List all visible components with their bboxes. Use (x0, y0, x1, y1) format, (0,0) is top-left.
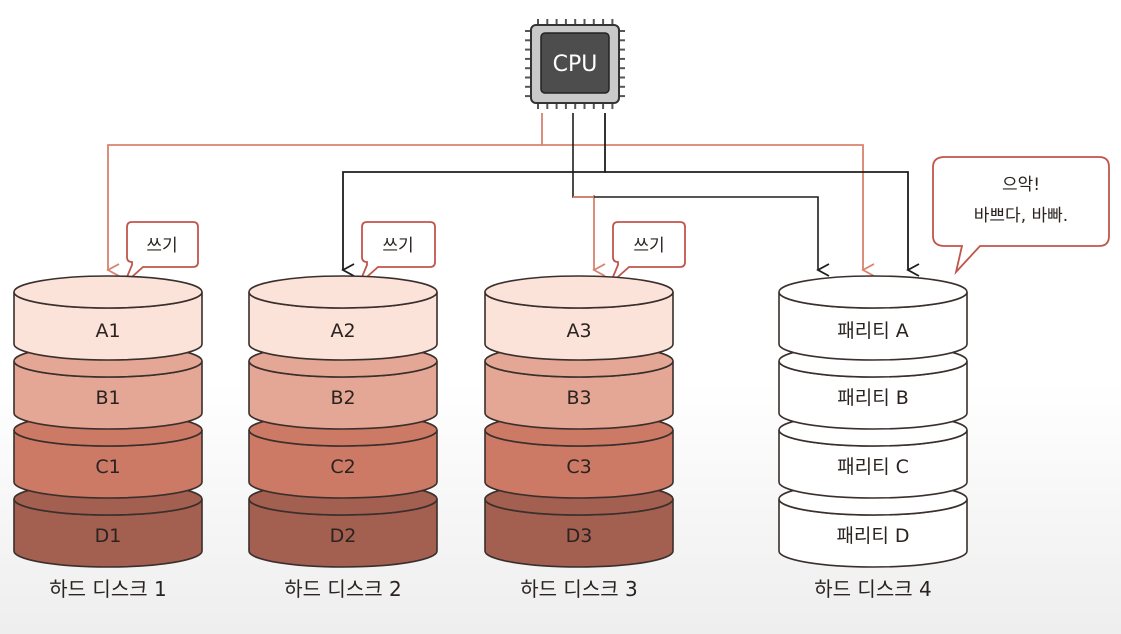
busy-speech-bubble: 으악! 바쁘다, 바빠. (932, 156, 1110, 276)
disk-1-segment-label-1: A1 (95, 320, 120, 342)
write-bubble-disk-2: 쓰기 (358, 221, 436, 285)
write-bubbles: 쓰기 쓰기 쓰기 (123, 221, 686, 285)
disk-1-segment-label-4: D1 (95, 525, 122, 547)
control-line-disk-4 (605, 171, 920, 277)
disk-label-2: 하드 디스크 2 (284, 577, 401, 601)
disk-stack-3: D3 C3 B3 A3 하드 디스크 3 (484, 275, 674, 601)
busy-speech-line-1: 으악! (1002, 175, 1040, 195)
disk-2-segment-label-3: C2 (330, 456, 355, 478)
disk-4-segment-label-1: 패리티 A (837, 320, 908, 342)
disk-stack-1: D1 C1 B1 A1 하드 디스크 1 (13, 275, 203, 601)
busy-speech-line-2: 바쁘다, 바빠. (974, 206, 1068, 226)
disk-stack-2: D2 C2 B2 A2 하드 디스크 2 (248, 275, 438, 601)
disk-1-segment-cap-1 (13, 275, 203, 309)
write-line-disk-4-parity (542, 144, 875, 277)
disk-3-segment-label-2: B3 (566, 387, 591, 409)
connection-lines (106, 113, 920, 277)
disk-3-segment-cap-1 (484, 275, 674, 309)
read-line-disk-3-4 (572, 113, 830, 277)
disk-2-segment-label-4: D2 (330, 525, 357, 547)
disk-4-segment-cap-1 (778, 275, 968, 309)
disk-stacks: D1 C1 B1 A1 하드 디스크 1 D2 C2 B2 A2 하드 디스크 2 D3 C3 B3 A3… (13, 275, 968, 601)
disk-3-segment-label-1: A3 (566, 320, 591, 342)
write-line-disk-1 (106, 113, 543, 277)
write-bubble-text-1: 쓰기 (146, 236, 177, 256)
disk-2-segment-label-1: A2 (330, 320, 355, 342)
disk-4-segment-label-3: 패리티 C (837, 456, 909, 478)
disk-4-segment-label-4: 패리티 D (836, 525, 909, 547)
disk-2-segment-label-2: B2 (330, 387, 355, 409)
disk-label-4: 하드 디스크 4 (814, 577, 931, 601)
disk-1-segment-label-2: B1 (95, 387, 120, 409)
write-bubble-disk-1: 쓰기 (123, 221, 199, 285)
control-line-disk-2 (341, 113, 606, 277)
disk-2-segment-cap-1 (248, 275, 438, 309)
write-bubble-text-2: 쓰기 (382, 236, 413, 256)
write-bubble-text-3: 쓰기 (633, 236, 664, 256)
disk-stack-4: 패리티 D 패리티 C 패리티 B 패리티 A 하드 디스크 4 (778, 275, 968, 601)
cpu-label: CPU (553, 52, 598, 77)
disk-3-segment-label-3: C3 (566, 456, 591, 478)
disk-label-3: 하드 디스크 3 (520, 577, 637, 601)
write-bubble-disk-3: 쓰기 (609, 221, 686, 285)
cpu-chip: CPU (525, 19, 625, 109)
disk-3-segment-label-4: D3 (566, 525, 593, 547)
disk-1-segment-label-3: C1 (95, 456, 120, 478)
disk-4-segment-label-2: 패리티 B (837, 387, 909, 409)
disk-label-1: 하드 디스크 1 (49, 577, 166, 601)
